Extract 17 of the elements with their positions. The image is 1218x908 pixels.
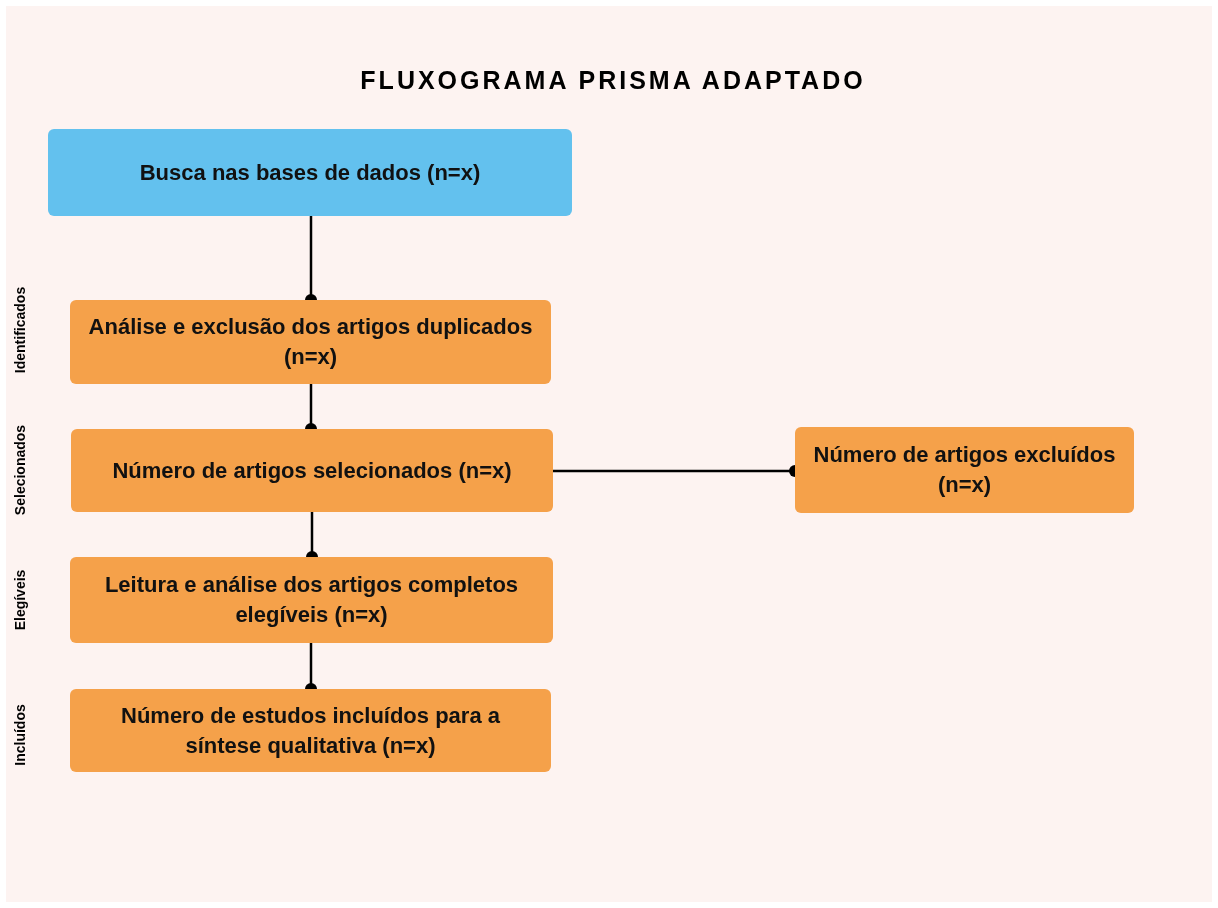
- process-box: [71, 429, 553, 512]
- stage-label: Selecionados: [13, 424, 27, 516]
- stage-label: Incluídos: [13, 704, 27, 766]
- stage-label: Elegíveis: [13, 569, 27, 631]
- box-text: Número de artigos selecionados (n=x): [112, 456, 512, 485]
- stage-label: Identificados: [13, 286, 27, 374]
- box-text: Número de artigos excluídos (n=x): [812, 441, 1117, 499]
- box-text: Leitura e análise dos artigos completos elegíveis (n=x): [103, 571, 520, 629]
- process-box: [70, 557, 553, 643]
- process-box: [70, 300, 551, 384]
- box-text: Análise e exclusão dos artigos duplicados (n=x): [87, 313, 534, 371]
- process-box: [795, 427, 1134, 513]
- box-text: Busca nas bases de dados (n=x): [139, 158, 481, 187]
- process-box: [48, 129, 572, 216]
- process-box: [70, 689, 551, 772]
- title: FLUXOGRAMA PRISMA ADAPTADO: [359, 65, 867, 96]
- box-text: Número de estudos incluídos para a síntese qualitativa (n=x): [120, 701, 501, 760]
